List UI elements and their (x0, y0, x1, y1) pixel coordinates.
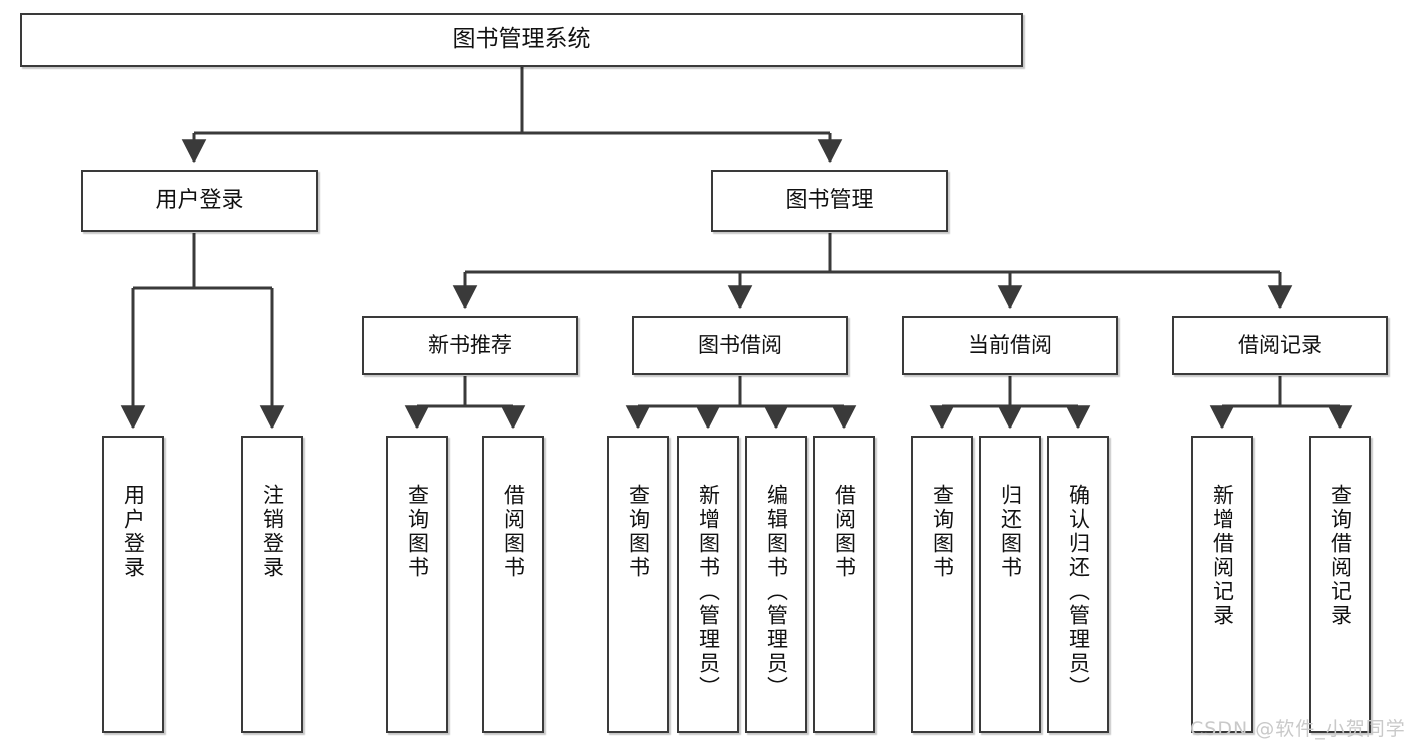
leaf-borrow-books-borrowing[interactable]: 借阅图书 (813, 436, 875, 733)
leaf-query-books-borrowing[interactable]: 查询图书 (607, 436, 669, 733)
leaf-borrow-books-newbooks-label: 借阅图书 (501, 484, 526, 580)
leaf-borrow-books-newbooks[interactable]: 借阅图书 (482, 436, 544, 733)
leaf-add-borrow-record[interactable]: 新增借阅记录 (1191, 436, 1253, 733)
leaf-user-login[interactable]: 用户登录 (102, 436, 164, 733)
leaf-query-books-newbooks-label: 查询图书 (405, 484, 430, 580)
leaf-logout[interactable]: 注销登录 (241, 436, 303, 733)
node-user-login-label: 用户登录 (155, 187, 244, 213)
leaf-confirm-return-admin[interactable]: 确认归还（管理员） (1047, 436, 1109, 733)
leaf-edit-book-admin[interactable]: 编辑图书（管理员） (745, 436, 807, 733)
node-borrowing-records[interactable]: 借阅记录 (1172, 316, 1388, 375)
leaf-add-book-admin[interactable]: 新增图书（管理员） (677, 436, 739, 733)
node-book-borrowing[interactable]: 图书借阅 (632, 316, 848, 375)
leaf-edit-book-admin-label: 编辑图书（管理员） (764, 484, 789, 700)
leaf-return-books-label: 归还图书 (998, 484, 1023, 580)
node-current-borrowing-label: 当前借阅 (968, 332, 1052, 357)
node-new-book-recommendation-label: 新书推荐 (428, 332, 512, 357)
node-borrowing-records-label: 借阅记录 (1238, 332, 1322, 357)
leaf-add-book-admin-label: 新增图书（管理员） (696, 484, 721, 700)
leaf-query-books-current-label: 查询图书 (930, 484, 955, 580)
node-root-system-label: 图书管理系统 (452, 26, 591, 53)
leaf-return-books[interactable]: 归还图书 (979, 436, 1041, 733)
node-user-login[interactable]: 用户登录 (81, 170, 318, 232)
node-new-book-recommendation[interactable]: 新书推荐 (362, 316, 578, 375)
node-book-borrowing-label: 图书借阅 (698, 332, 782, 357)
leaf-logout-label: 注销登录 (260, 484, 285, 580)
leaf-add-borrow-record-label: 新增借阅记录 (1210, 484, 1235, 628)
leaf-query-borrow-record-label: 查询借阅记录 (1328, 484, 1353, 628)
node-root-system[interactable]: 图书管理系统 (20, 13, 1023, 67)
node-current-borrowing[interactable]: 当前借阅 (902, 316, 1118, 375)
leaf-query-books-current[interactable]: 查询图书 (911, 436, 973, 733)
leaf-query-borrow-record[interactable]: 查询借阅记录 (1309, 436, 1371, 733)
leaf-confirm-return-admin-label: 确认归还（管理员） (1066, 484, 1091, 700)
node-book-management-label: 图书管理 (785, 187, 874, 213)
leaf-query-books-borrowing-label: 查询图书 (626, 484, 651, 580)
node-book-management[interactable]: 图书管理 (711, 170, 948, 232)
leaf-user-login-label: 用户登录 (121, 484, 146, 580)
leaf-borrow-books-borrowing-label: 借阅图书 (832, 484, 857, 580)
leaf-query-books-newbooks[interactable]: 查询图书 (386, 436, 448, 733)
